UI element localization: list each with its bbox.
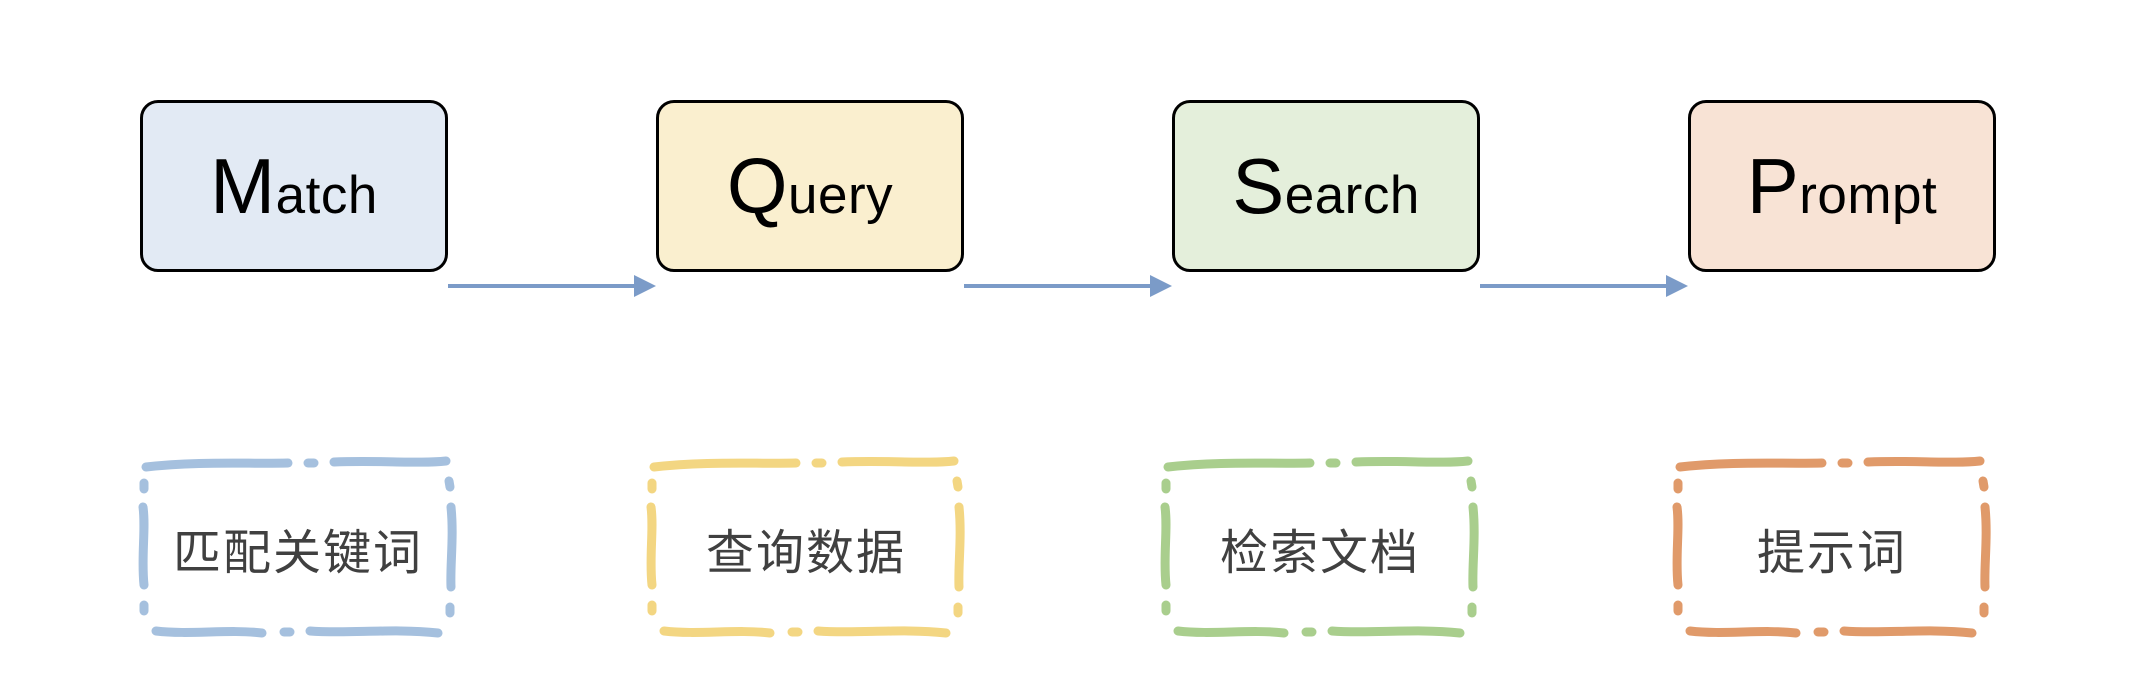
- stage-rest-query: uery: [788, 166, 894, 225]
- stage-label-match: M atch: [210, 147, 378, 225]
- stage-initial-prompt: P: [1746, 142, 1800, 230]
- stage-initial-query: Q: [726, 142, 789, 230]
- stage-box-query[interactable]: Q uery: [656, 100, 964, 272]
- stage-box-search[interactable]: S earch: [1172, 100, 1480, 272]
- stage-label-prompt: P rompt: [1747, 147, 1938, 225]
- stage-label-query: Q uery: [727, 147, 893, 225]
- note-box-match[interactable]: 匹配关键词: [138, 455, 458, 641]
- sketch-frame-search: [1160, 456, 1479, 638]
- stage-rest-match: atch: [275, 166, 378, 225]
- note-text-prompt: 提示词: [1756, 525, 1907, 581]
- arrow-query-to-search: [964, 270, 1172, 302]
- note-box-search[interactable]: 检索文档: [1160, 455, 1480, 641]
- stage-box-match[interactable]: M atch: [140, 100, 448, 272]
- stage-row: M atch Q uery: [0, 100, 2139, 297]
- sketch-frame-prompt: [1672, 456, 1991, 638]
- note-text-match: 匹配关键词: [172, 525, 423, 581]
- stage-initial-match: M: [210, 142, 276, 230]
- sketch-frame-match: [138, 456, 457, 638]
- note-text-search: 检索文档: [1219, 525, 1420, 581]
- note-text-query: 查询数据: [705, 525, 906, 581]
- arrow-match-to-query: [448, 270, 656, 302]
- note-box-query[interactable]: 查询数据: [646, 455, 966, 641]
- stage-box-prompt[interactable]: P rompt: [1688, 100, 1996, 272]
- sketch-frame-query: [646, 456, 965, 638]
- note-row: 匹配关键词 查询数据: [0, 455, 2139, 655]
- stage-rest-prompt: rompt: [1799, 166, 1938, 225]
- stage-initial-search: S: [1232, 142, 1285, 230]
- stage-label-search: S earch: [1232, 147, 1420, 225]
- arrow-search-to-prompt: [1480, 270, 1688, 302]
- stage-rest-search: earch: [1284, 166, 1420, 225]
- note-box-prompt[interactable]: 提示词: [1672, 455, 1992, 641]
